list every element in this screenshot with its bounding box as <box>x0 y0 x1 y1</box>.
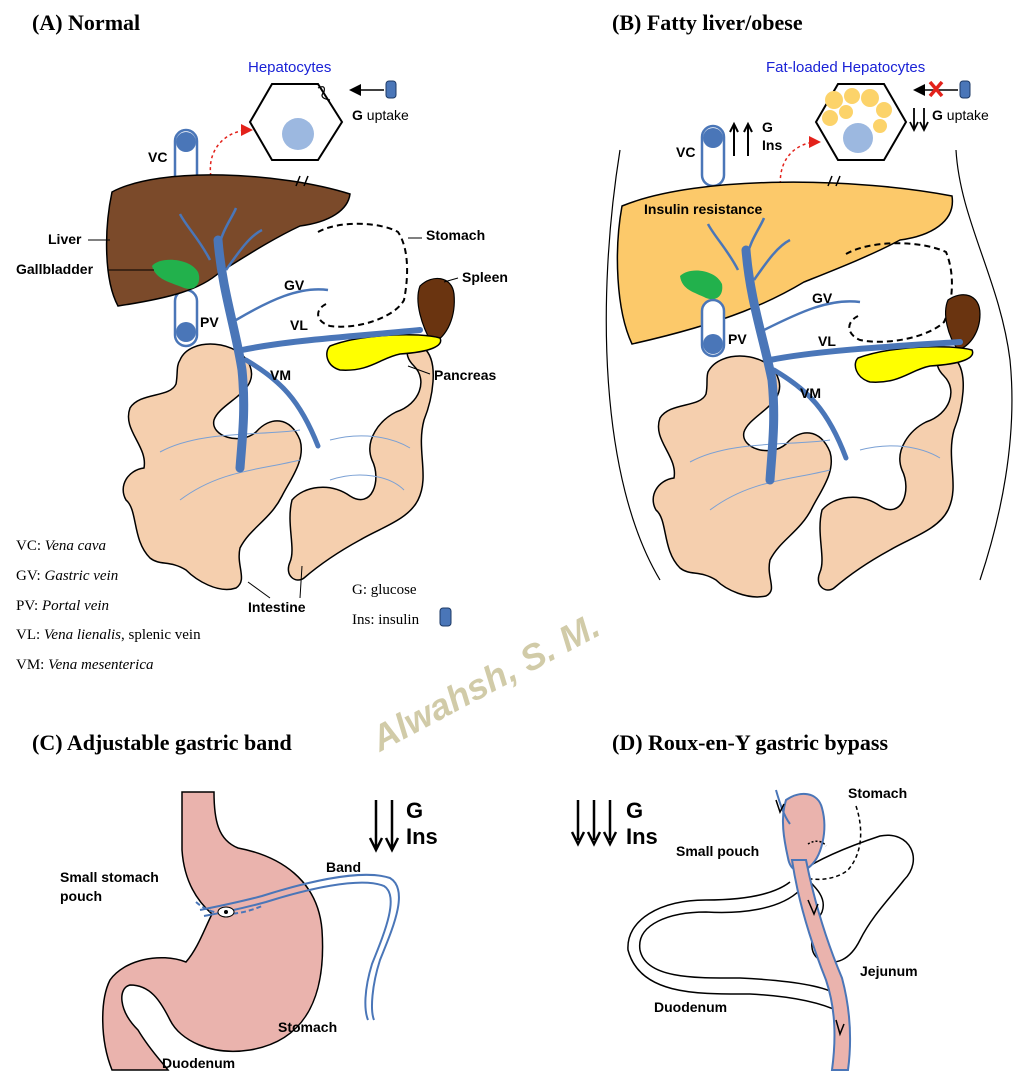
duodenum-label-c: Duodenum <box>162 1055 235 1071</box>
gastric-vein <box>235 288 329 322</box>
body-outline-left <box>605 149 661 581</box>
svg-text:VC: Vena cava: VC: Vena cava <box>16 538 106 554</box>
up-arrows <box>729 121 753 156</box>
fatty-liver <box>616 181 954 345</box>
panel-c: (C) Adjustable gastric band Small stomac… <box>32 730 438 1071</box>
g-label: G uptake <box>352 107 409 123</box>
zoom-arrow <box>209 124 253 183</box>
panel-b: (B) Fatty liver/obese Fat-loaded Hepatoc… <box>605 10 1013 598</box>
stomach-label-d: Stomach <box>848 785 907 801</box>
portal-vein <box>213 235 249 473</box>
vc-label-b: VC <box>676 144 695 160</box>
jejunum-label: Jejunum <box>860 963 918 979</box>
insulin-resistance-label: Insulin resistance <box>644 201 762 217</box>
svg-text:VL: Vena lienalis, splenic vei: VL: Vena lienalis, splenic vein <box>16 627 201 643</box>
spleen <box>417 277 455 345</box>
liver-label: Liver <box>48 231 82 247</box>
pouch-label-2: pouch <box>60 888 102 904</box>
insulin-icon <box>385 80 397 99</box>
intestine-label: Intestine <box>248 599 306 615</box>
insulin-legend-icon <box>439 607 452 627</box>
svg-text:GV: Gastric vein: GV: Gastric vein <box>16 568 118 584</box>
legend-insulin: Ins: insulin <box>352 612 420 628</box>
g-up-label: G <box>762 119 773 135</box>
bypassed-stomach <box>798 834 915 963</box>
svg-text:PV: Portal vein: PV: Portal vein <box>16 598 109 614</box>
spleen-label: Spleen <box>462 269 508 285</box>
stomach-label-c: Stomach <box>278 1019 337 1035</box>
panel-d: (D) Roux-en-Y gastric bypass G Ins Stoma… <box>570 730 918 1071</box>
vc-label: VC <box>148 149 167 165</box>
panel-a: (A) Normal Hepatocytes G uptake VC Liver… <box>16 10 508 673</box>
pouch-label: Small stomach <box>60 869 159 885</box>
vena-lienalis <box>239 327 423 353</box>
gallbladder-label: Gallbladder <box>16 261 94 277</box>
stomach-label: Stomach <box>426 227 485 243</box>
vl-label: VL <box>290 317 308 333</box>
fat-hepatocyte-nucleus <box>843 123 873 153</box>
g-down-label-d: G <box>626 798 643 823</box>
panel-b-title: (B) Fatty liver/obese <box>612 10 803 35</box>
vm-label-b: VM <box>800 385 821 401</box>
intestine-right <box>287 344 434 581</box>
ins-down-label-c: Ins <box>406 824 438 849</box>
gastric-band <box>199 873 400 1021</box>
small-pouch-label: Small pouch <box>676 843 759 859</box>
fat-hepatocytes-label: Fat-loaded Hepatocytes <box>766 59 925 76</box>
gv-label-b: GV <box>812 290 833 306</box>
hepatocyte-nucleus <box>282 118 314 150</box>
intestine <box>122 343 302 591</box>
pancreas-label: Pancreas <box>434 367 496 383</box>
panel-d-title: (D) Roux-en-Y gastric bypass <box>612 730 888 755</box>
g-down-label-c: G <box>406 798 423 823</box>
vl-label-b: VL <box>818 333 836 349</box>
panel-a-title: (A) Normal <box>32 10 140 35</box>
band-label: Band <box>326 859 361 875</box>
hepatocytes-label: Hepatocytes <box>248 59 331 76</box>
panel-c-title: (C) Adjustable gastric band <box>32 730 292 755</box>
svg-text:VM: Vena mesenterica: VM: Vena mesenterica <box>16 657 153 673</box>
pv-label-b: PV <box>728 331 747 347</box>
down-arrows-c <box>368 800 400 853</box>
ins-down-label-d: Ins <box>626 824 658 849</box>
legend-glucose: G: glucose <box>352 582 417 598</box>
down-arrows-d <box>570 800 618 847</box>
ins-up-label: Ins <box>762 137 782 153</box>
blocked-icon <box>928 80 944 98</box>
mesenteric-veins <box>159 429 411 501</box>
duodenum-label-d: Duodenum <box>654 999 727 1015</box>
gv-label: GV <box>284 277 305 293</box>
stomach-outline <box>317 222 409 328</box>
jejunum-limb <box>790 859 851 1071</box>
vm-label: VM <box>270 367 291 383</box>
gallbladder <box>152 259 200 289</box>
body-outline-right <box>955 149 1013 581</box>
legend: VC: Vena cava GV: Gastric vein PV: Porta… <box>16 538 452 673</box>
down-arrows-uptake <box>909 108 929 133</box>
banded-stomach <box>102 791 324 1071</box>
vena-mesenterica <box>243 357 321 449</box>
svg-text:G uptake: G uptake <box>932 107 989 123</box>
receptor-icon <box>317 86 331 101</box>
pv-label: PV <box>200 314 219 330</box>
